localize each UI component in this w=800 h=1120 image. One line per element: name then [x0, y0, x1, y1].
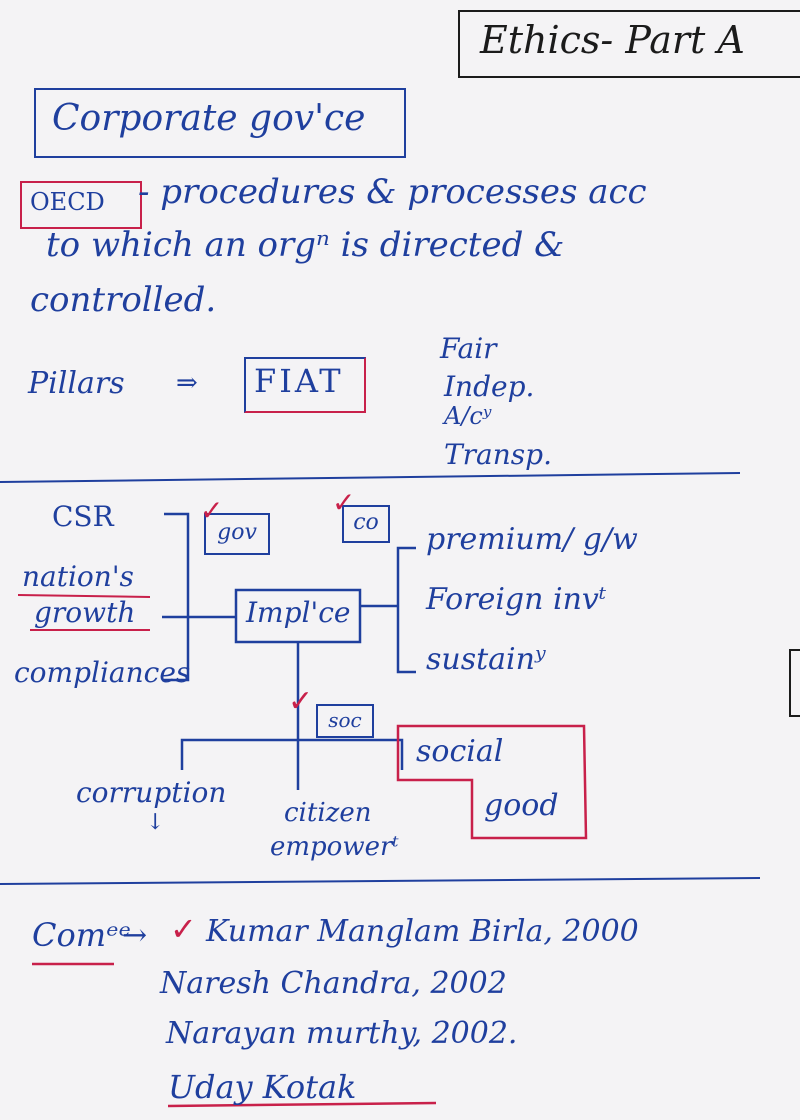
- growth-label: growth: [34, 596, 136, 629]
- bottom-bracket: [180, 738, 404, 770]
- pillar-indep: Indep.: [444, 370, 535, 403]
- committees-arrow: →: [122, 918, 148, 953]
- title-box: [458, 10, 800, 78]
- definition-line-3: controlled.: [30, 280, 217, 320]
- gov-tag: gov: [204, 513, 270, 555]
- kotak-underline: [167, 1101, 437, 1108]
- definition-line-1: - procedures & processes acc: [138, 172, 647, 212]
- gov-check-icon: ✓: [200, 494, 224, 527]
- soc-tag: soc: [316, 704, 374, 738]
- csr-label: CSR: [52, 500, 114, 533]
- committees-label: Comᵉᵉ: [32, 916, 131, 954]
- right-item-foreign: Foreign invᵗ: [426, 582, 607, 617]
- left-bracket: [162, 512, 190, 682]
- page-title: Ethics- Part A: [480, 18, 745, 62]
- fiat-acronym: FIAT: [254, 362, 344, 400]
- committee-item-3: Narayan murthy, 2002.: [166, 1016, 518, 1051]
- compliances-label: compliances: [14, 656, 191, 689]
- pillar-fair: Fair: [440, 332, 497, 365]
- committee-item-2: Naresh Chandra, 2002: [160, 966, 507, 1001]
- soc-check-icon: ✓: [288, 684, 314, 719]
- right-bracket: [396, 546, 416, 674]
- center-label: Impl'ce: [246, 596, 351, 629]
- oecd-box: [20, 181, 142, 229]
- co-check-icon: ✓: [332, 486, 356, 519]
- social-good-frame: [396, 724, 588, 840]
- pillar-accountability: A/cʸ: [444, 402, 492, 430]
- section-heading-box: [34, 88, 406, 158]
- definition-line-2: to which an orgⁿ is directed &: [46, 225, 565, 265]
- corruption-arrow: ↓: [146, 810, 165, 835]
- pillars-label: Pillars: [28, 366, 125, 401]
- committee-item-4: Uday Kotak: [168, 1068, 357, 1106]
- pillar-transp: Transp.: [444, 438, 552, 471]
- empowerment-label: empowerᵗ: [270, 832, 399, 862]
- nations-label: nation's: [22, 560, 134, 593]
- pillars-arrow: ⇒: [176, 368, 198, 398]
- corruption-label: corruption: [76, 776, 227, 809]
- fiat-box: [244, 357, 366, 413]
- good-label: good: [484, 788, 559, 823]
- right-item-premium: premium/ g/w: [426, 522, 638, 557]
- committee-item-1: Kumar Manglam Birla, 2000: [206, 914, 639, 949]
- divider-line-top: [0, 472, 741, 483]
- section-heading: Corporate gov'ce: [52, 98, 366, 139]
- social-label: social: [416, 734, 504, 769]
- oecd-label: OECD: [30, 188, 105, 216]
- co-tag: co: [342, 505, 390, 543]
- edge-box: [789, 649, 800, 717]
- divider-line-bottom: [0, 877, 761, 885]
- citizen-label: citizen: [284, 798, 372, 828]
- committees-check-icon: ✓: [170, 910, 197, 948]
- nations-underline: [17, 594, 151, 598]
- right-item-sustain: sustainʸ: [426, 642, 546, 677]
